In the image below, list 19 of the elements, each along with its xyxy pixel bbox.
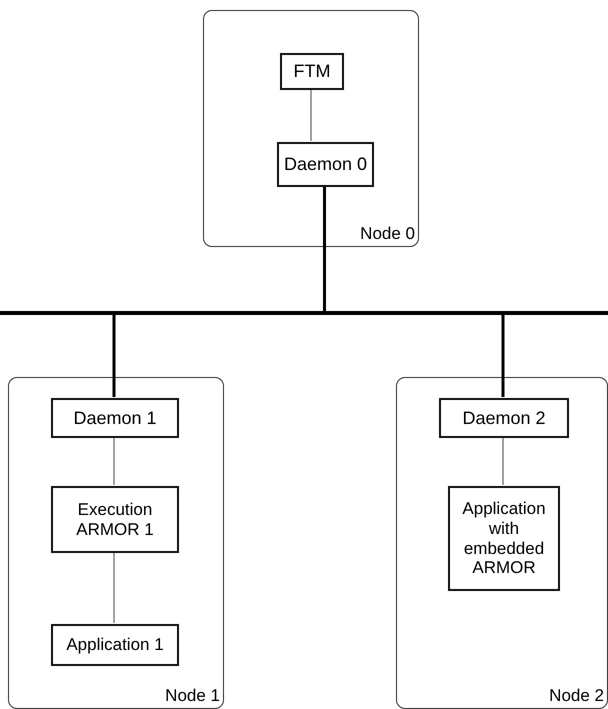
process-box: Application with embedded ARMOR [448,486,560,591]
process-box: Execution ARMOR 1 [51,486,179,553]
node-label: Node 1 [165,687,220,706]
host-node-container [396,377,608,709]
process-box: FTM [280,53,344,90]
process-box: Daemon 2 [439,398,569,438]
host-node-container [8,377,224,709]
connector-line [310,88,312,142]
node-label: Node 2 [549,687,604,706]
node-label: Node 0 [360,225,415,244]
connector-line [112,315,116,397]
process-box: Daemon 1 [51,398,179,438]
network-bus [0,311,608,315]
process-box: Daemon 0 [277,142,374,187]
host-node-container [203,10,419,247]
connector-line [502,436,504,486]
process-box: Application 1 [51,624,179,666]
connector-line [323,186,326,311]
connector-line [502,315,504,397]
